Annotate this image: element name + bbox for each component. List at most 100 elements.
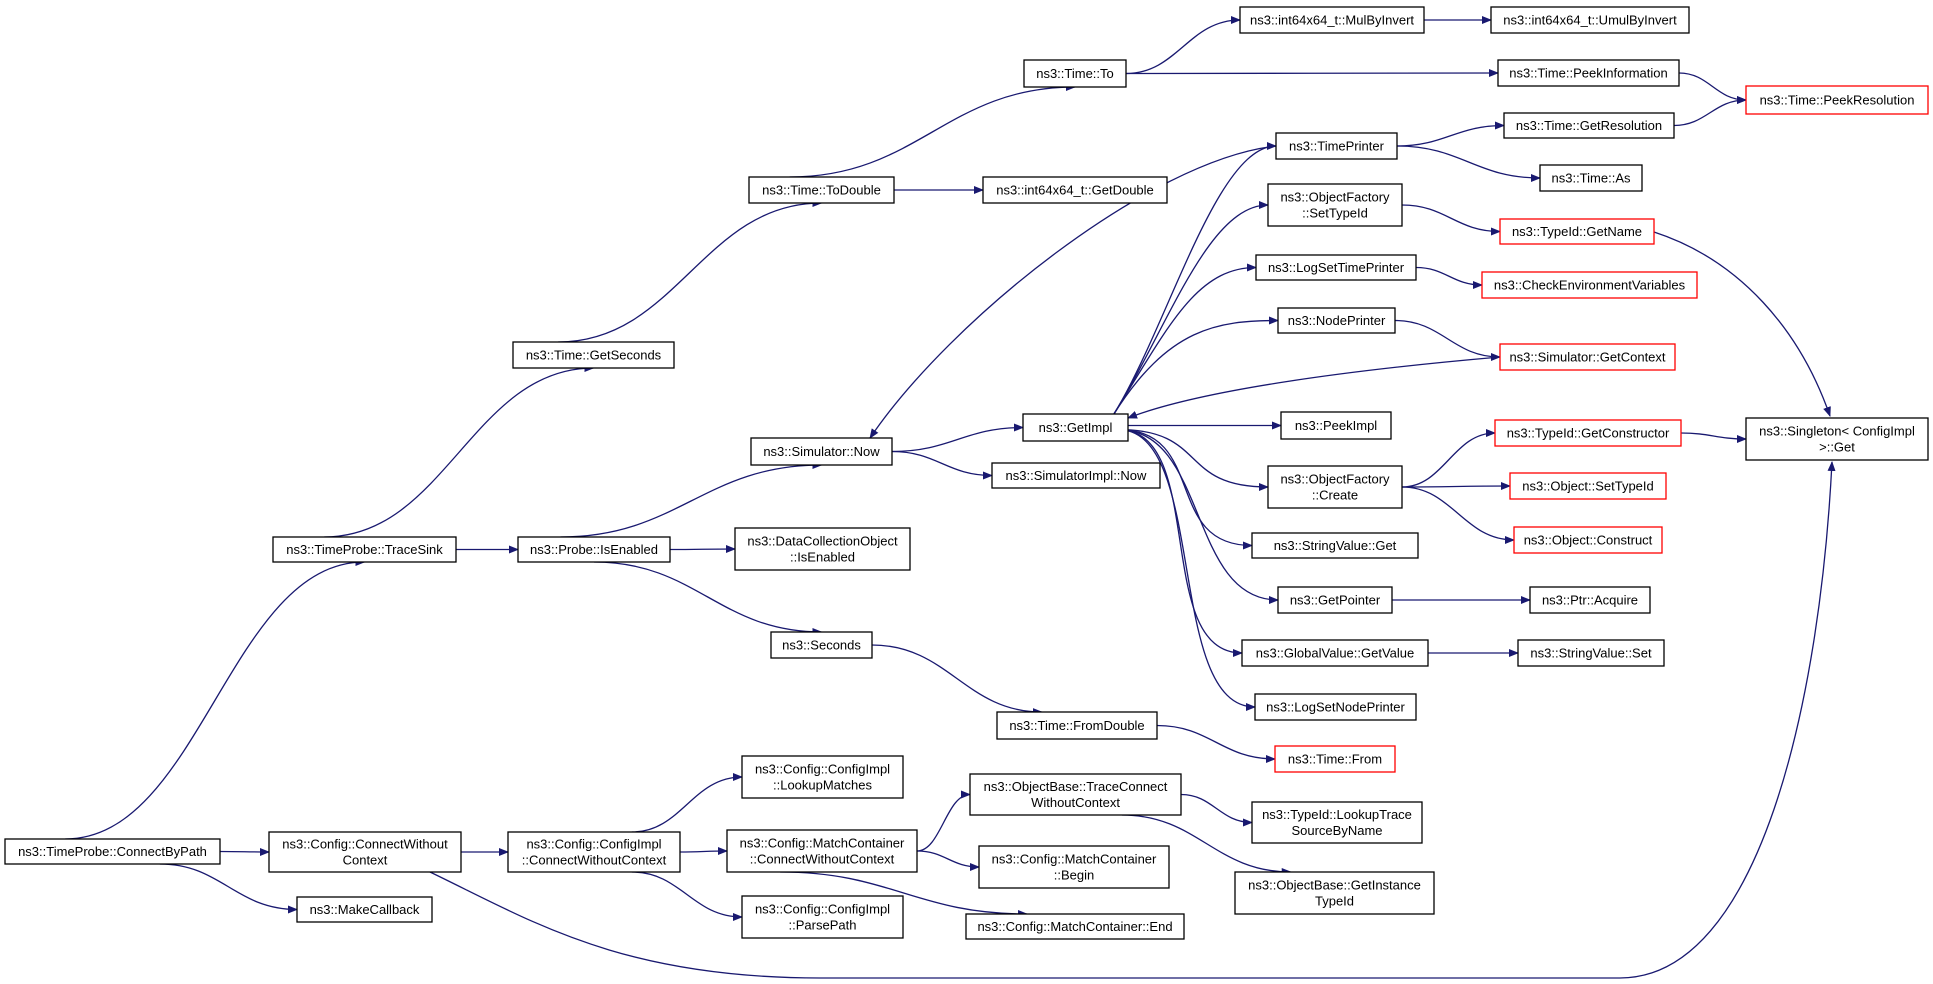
node-box xyxy=(1481,271,1698,299)
node-label: ns3::Time::PeekInformation xyxy=(1509,66,1667,81)
node-globalvalue-getvalue[interactable]: ns3::GlobalValue::GetValue xyxy=(1241,639,1429,667)
node-time-peekinformation[interactable]: ns3::Time::PeekInformation xyxy=(1497,59,1680,87)
node-label: ns3::LogSetNodePrinter xyxy=(1266,700,1405,715)
edge-configimpl_connect_wo-to-matchcontainer_connect_wo xyxy=(679,847,728,856)
node-time-fromdouble[interactable]: ns3::Time::FromDouble xyxy=(996,711,1158,740)
node-matchcontainer-end[interactable]: ns3::Config::MatchContainer::End xyxy=(965,913,1185,940)
node-simulator-now[interactable]: ns3::Simulator::Now xyxy=(750,437,893,466)
node-label: ns3::PeekImpl xyxy=(1295,418,1377,433)
node-objectfactory-create[interactable]: ns3::ObjectFactory::Create xyxy=(1267,465,1403,509)
node-datacollection-is-enabled[interactable]: ns3::DataCollectionObject::IsEnabled xyxy=(734,527,911,571)
node-label: ns3::Time::From xyxy=(1288,752,1382,767)
node-typeid-getname[interactable]: ns3::TypeId::GetName xyxy=(1499,218,1655,245)
node-time-get-seconds[interactable]: ns3::Time::GetSeconds xyxy=(512,341,675,369)
node-int64-getdouble[interactable]: ns3::int64x64_t::GetDouble xyxy=(982,176,1168,204)
node-label: ns3::GetPointer xyxy=(1290,593,1381,608)
edge-getimpl-to-globalvalue_getvalue xyxy=(1117,428,1243,657)
node-object-construct[interactable]: ns3::Object::Construct xyxy=(1513,526,1663,554)
edge-time_get_seconds-to-time_todouble xyxy=(558,199,823,343)
node-simulator-getcontext[interactable]: ns3::Simulator::GetContext xyxy=(1499,343,1676,371)
node-trace-sink[interactable]: ns3::TimeProbe::TraceSink xyxy=(272,536,457,563)
node-box xyxy=(1490,6,1690,34)
edge-objectfactory_create-to-object_construct xyxy=(1401,486,1515,544)
node-config-connect-wo[interactable]: ns3::Config::ConnectWithoutContext xyxy=(268,831,462,873)
node-object-settypeid[interactable]: ns3::Object::SetTypeId xyxy=(1509,472,1667,500)
node-nodeprinter[interactable]: ns3::NodePrinter xyxy=(1277,307,1396,334)
node-box xyxy=(1234,871,1435,915)
edge-objectbase_traceconnect-to-objectbase_getinstancetypeid xyxy=(1121,814,1292,876)
node-logsettimeprinter[interactable]: ns3::LogSetTimePrinter xyxy=(1255,254,1417,281)
node-box xyxy=(512,341,675,369)
node-label: ns3::Time::As xyxy=(1552,171,1631,186)
node-simulatorimpl-now[interactable]: ns3::SimulatorImpl::Now xyxy=(991,462,1161,489)
edge-objectfactory_create-to-typeid_getconstructor xyxy=(1401,429,1496,488)
node-make-callback[interactable]: ns3::MakeCallback xyxy=(296,896,433,923)
node-box xyxy=(296,896,433,923)
node-connect-by-path[interactable]: ns3::TimeProbe::ConnectByPath xyxy=(4,838,221,865)
node-probe-is-enabled[interactable]: ns3::Probe::IsEnabled xyxy=(517,536,671,563)
node-matchcontainer-begin[interactable]: ns3::Config::MatchContainer::Begin xyxy=(978,845,1170,889)
node-configimpl-parsepath[interactable]: ns3::Config::ConfigImpl::ParsePath xyxy=(741,895,904,939)
node-box xyxy=(272,536,457,563)
node-matchcontainer-connect-wo[interactable]: ns3::Config::MatchContainer::ConnectWith… xyxy=(726,829,918,873)
node-configimpl-connect-wo[interactable]: ns3::Config::ConfigImpl::ConnectWithoutC… xyxy=(507,831,681,873)
node-label: ::Begin xyxy=(1054,868,1094,883)
edge-probe_is_enabled-to-datacollection_is_enabled xyxy=(669,545,736,554)
node-label: ns3::ObjectFactory xyxy=(1280,472,1390,487)
node-box xyxy=(734,527,911,571)
node-int64-umulbyinvert[interactable]: ns3::int64x64_t::UmulByInvert xyxy=(1490,6,1690,34)
node-label: ns3::ObjectBase::GetInstance xyxy=(1248,878,1421,893)
node-stringvalue-get[interactable]: ns3::StringValue::Get xyxy=(1251,532,1419,559)
edge-objectfactory_create-to-object_settypeid xyxy=(1401,482,1511,491)
node-label: ns3::Config::ConnectWithout xyxy=(282,837,448,852)
edge-timeprinter-to-simulator_now xyxy=(869,145,1277,439)
node-timeprinter[interactable]: ns3::TimePrinter xyxy=(1275,132,1398,160)
edge-time_to-to-int64_mulbyinvert xyxy=(1125,16,1241,75)
node-time-from[interactable]: ns3::Time::From xyxy=(1274,745,1396,773)
node-label: ns3::Object::SetTypeId xyxy=(1522,479,1654,494)
node-box xyxy=(1022,413,1129,442)
node-label: ns3::int64x64_t::UmulByInvert xyxy=(1503,13,1677,28)
node-box xyxy=(741,755,904,799)
edge-timeprinter-to-time_as xyxy=(1396,145,1541,182)
node-singleton-get[interactable]: ns3::Singleton< ConfigImpl >::Get xyxy=(1745,417,1929,461)
node-time-getresolution[interactable]: ns3::Time::GetResolution xyxy=(1503,112,1675,139)
node-box xyxy=(1267,183,1403,227)
node-getimpl[interactable]: ns3::GetImpl xyxy=(1022,413,1129,442)
node-time-todouble[interactable]: ns3::Time::ToDouble xyxy=(748,176,895,204)
node-label: ns3::int64x64_t::GetDouble xyxy=(996,183,1154,198)
node-box xyxy=(507,831,681,873)
node-logsetnodeprinter[interactable]: ns3::LogSetNodePrinter xyxy=(1254,693,1417,721)
node-time-peekresolution[interactable]: ns3::Time::PeekResolution xyxy=(1745,85,1929,115)
node-stringvalue-set[interactable]: ns3::StringValue::Set xyxy=(1517,639,1665,667)
node-label: ns3::Time::GetResolution xyxy=(1516,118,1662,133)
nodes-layer: ns3::TimeProbe::ConnectByPath ns3::TimePr… xyxy=(4,6,1929,940)
node-objectbase-traceconnect[interactable]: ns3::ObjectBase::TraceConnectWithoutCont… xyxy=(969,773,1182,816)
edge-typeid_getconstructor-to-singleton_get xyxy=(1680,432,1747,443)
edge-config_connect_wo-to-singleton_get xyxy=(429,461,1836,979)
node-box xyxy=(1275,132,1398,160)
node-typeid-getconstructor[interactable]: ns3::TypeId::GetConstructor xyxy=(1494,419,1682,447)
node-int64-mulbyinvert[interactable]: ns3::int64x64_t::MulByInvert xyxy=(1239,6,1425,34)
node-box xyxy=(741,895,904,939)
node-time-to[interactable]: ns3::Time::To xyxy=(1023,59,1127,88)
node-box xyxy=(750,437,893,466)
node-getpointer[interactable]: ns3::GetPointer xyxy=(1277,586,1393,614)
node-box xyxy=(1503,112,1675,139)
node-time-as[interactable]: ns3::Time::As xyxy=(1539,164,1643,192)
node-ptr-acquire[interactable]: ns3::Ptr::Acquire xyxy=(1529,586,1651,614)
edge-getimpl-to-timeprinter xyxy=(1112,142,1277,416)
node-box xyxy=(4,838,221,865)
edges-layer xyxy=(65,16,1836,979)
node-peekimpl[interactable]: ns3::PeekImpl xyxy=(1280,411,1392,440)
node-objectfactory-settypeid[interactable]: ns3::ObjectFactory::SetTypeId xyxy=(1267,183,1403,227)
edge-time_to-to-time_peekinformation xyxy=(1125,69,1499,78)
node-configimpl-lookup[interactable]: ns3::Config::ConfigImpl::LookupMatches xyxy=(741,755,904,799)
node-check-env-vars[interactable]: ns3::CheckEnvironmentVariables xyxy=(1481,271,1698,299)
node-seconds[interactable]: ns3::Seconds xyxy=(770,631,873,659)
node-label: ns3::Singleton< ConfigImpl xyxy=(1759,424,1915,439)
edge-matchcontainer_connect_wo-to-matchcontainer_begin xyxy=(916,850,980,871)
